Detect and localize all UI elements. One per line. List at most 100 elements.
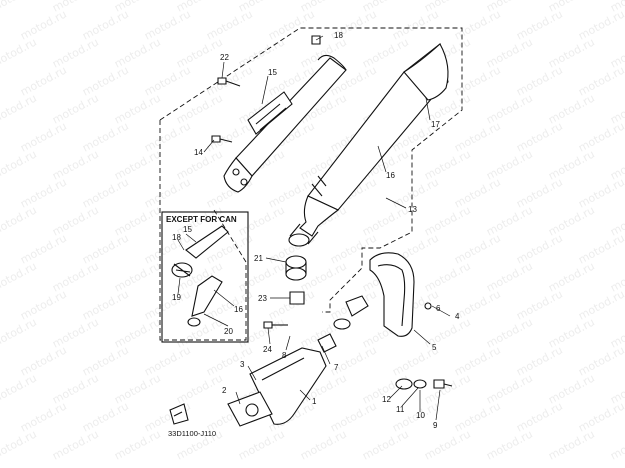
watermark-text: motod.ru (18, 343, 69, 378)
watermark-text: motod.ru (608, 427, 625, 462)
label-part-14: 14 (194, 148, 203, 157)
watermark-text: motod.ru (18, 231, 69, 266)
watermark-text: motod.ru (204, 7, 255, 42)
watermark-text: motod.ru (514, 399, 565, 434)
mount-hardware (395, 378, 453, 390)
watermark-text: motod.ru (514, 119, 565, 154)
watermark-text: motod.ru (0, 0, 39, 15)
watermark-text: motod.ru (452, 7, 503, 42)
watermark-text: motod.ru (18, 63, 69, 98)
watermark-text: motod.ru (514, 63, 565, 98)
watermark-text: motod.ru (0, 35, 39, 70)
watermark-text: motod.ru (0, 91, 39, 126)
watermark-text: motod.ru (576, 343, 625, 378)
watermark-text: motod.ru (0, 427, 39, 462)
watermark-text: motod.ru (80, 7, 131, 42)
watermark-text: motod.ru (328, 343, 379, 378)
inset-label-19: 19 (172, 293, 181, 302)
label-part-12: 12 (382, 395, 391, 404)
watermark-text: motod.ru (452, 175, 503, 210)
label-part-8: 8 (282, 351, 287, 360)
watermark-text: motod.ru (266, 7, 317, 42)
label-part-4: 4 (455, 312, 460, 321)
silencer-body (223, 54, 347, 193)
part-number-labels: 18 22 15 14 17 16 13 21 23 24 8 7 6 4 5 … (166, 31, 460, 438)
label-part-21: 21 (254, 254, 263, 263)
label-part-11: 11 (396, 405, 405, 414)
label-part-24: 24 (263, 345, 272, 354)
watermark-text: motod.ru (298, 427, 349, 462)
label-part-23: 23 (258, 294, 267, 303)
watermark-text: motod.ru (576, 119, 625, 154)
label-part-3: 3 (240, 360, 245, 369)
watermark-text: motod.ru (18, 175, 69, 210)
label-part-16: 16 (386, 171, 395, 180)
watermark-text: motod.ru (142, 231, 193, 266)
watermark-text: motod.ru (576, 231, 625, 266)
label-part-1: 1 (312, 397, 317, 406)
header-pipe (333, 252, 432, 337)
watermark-text: motod.ru (514, 343, 565, 378)
watermark-text: motod.ru (0, 315, 39, 350)
watermark-text: motod.ru (576, 175, 625, 210)
watermark-text: motod.ru (608, 0, 625, 15)
watermark-text: motod.ru (452, 399, 503, 434)
watermark-text: motod.ru (204, 63, 255, 98)
watermark-text: motod.ru (18, 7, 69, 42)
label-part-15: 15 (268, 68, 277, 77)
watermark-text: motod.ru (452, 287, 503, 322)
watermark-text: motod.ru (142, 175, 193, 210)
watermark-text: motod.ru (452, 63, 503, 98)
label-part-7: 7 (334, 363, 339, 372)
label-part-6: 6 (436, 304, 441, 313)
inset-label-15: 15 (183, 225, 192, 234)
watermark-text: motod.ru (0, 203, 39, 238)
watermark-text: motod.ru (50, 427, 101, 462)
watermark-text: motod.ru (0, 259, 39, 294)
watermark-text: motod.ru (80, 175, 131, 210)
label-part-9: 9 (433, 421, 438, 430)
watermark-text: motod.ru (576, 7, 625, 42)
label-part-2: 2 (222, 386, 227, 395)
watermark-text: motod.ru (204, 343, 255, 378)
watermark-text: motod.ru (112, 427, 163, 462)
label-part-5: 5 (432, 343, 437, 352)
watermark-text: motod.ru (452, 343, 503, 378)
watermark-text: motod.ru (142, 63, 193, 98)
leader-lines (177, 35, 451, 421)
watermark-text: motod.ru (80, 231, 131, 266)
watermark-text: motod.ru (360, 427, 411, 462)
watermark-text: motod.ru (514, 287, 565, 322)
watermark-text: motod.ru (142, 7, 193, 42)
diagram-code: 33D1100-J110 (168, 429, 216, 438)
label-part-18: 18 (334, 31, 343, 40)
watermark-text: motod.ru (546, 427, 597, 462)
watermark-text: motod.ru (80, 63, 131, 98)
label-part-22: 22 (220, 53, 229, 62)
watermark-text: motod.ru (452, 119, 503, 154)
inset-label-18: 18 (172, 233, 181, 242)
watermark-text: motod.ru (0, 371, 39, 406)
watermark-text: motod.ru (142, 119, 193, 154)
watermark-text: motod.ru (514, 231, 565, 266)
label-part-17: 17 (431, 120, 440, 129)
watermark-text: motod.ru (80, 119, 131, 154)
muffler-can (288, 43, 449, 247)
inset-label-16: 16 (234, 305, 243, 314)
watermark-text: motod.ru (142, 343, 193, 378)
label-part-13: 13 (408, 205, 417, 214)
front-direction-icon (169, 403, 189, 425)
inset-title: EXCEPT FOR CAN (166, 215, 237, 224)
watermark-text: motod.ru (328, 399, 379, 434)
clamp-and-joint (263, 255, 307, 329)
inset-label-20: 20 (224, 327, 233, 336)
watermark-text: motod.ru (576, 287, 625, 322)
watermark-text: motod.ru (390, 7, 441, 42)
watermark-text: motod.ru (576, 63, 625, 98)
watermark-text: motod.ru (452, 231, 503, 266)
watermark-text: motod.ru (142, 287, 193, 322)
watermark-text: motod.ru (18, 287, 69, 322)
watermark-text: motod.ru (80, 399, 131, 434)
inset-except-for-can (161, 211, 249, 343)
